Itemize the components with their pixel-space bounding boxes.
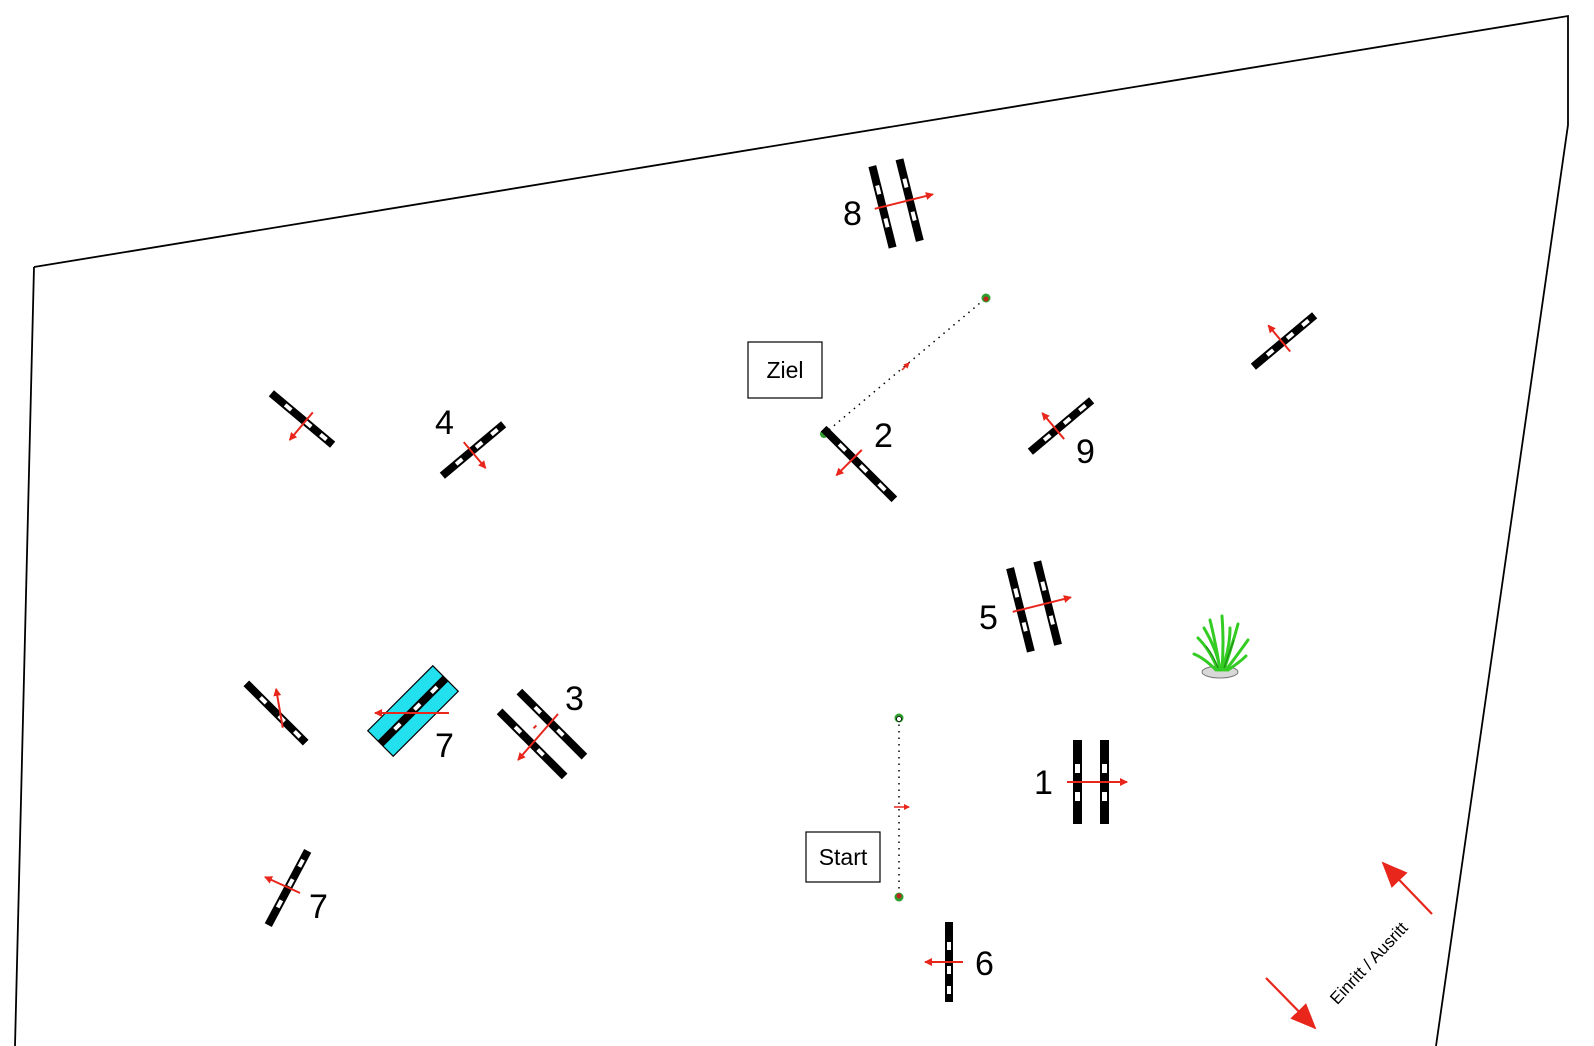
obstacle-3-number: 3 bbox=[565, 680, 584, 718]
finish-direction-arrow bbox=[901, 362, 910, 371]
obstacle-8-direction-arrow bbox=[874, 192, 934, 210]
entrance-exit-label: Einritt / Ausritt bbox=[1326, 918, 1412, 1008]
obstacle-7-number: 7 bbox=[309, 888, 328, 926]
arena-boundary bbox=[14, 14, 1569, 1046]
finish-label-box: Ziel bbox=[747, 341, 823, 399]
obstacle-2-number: 2 bbox=[874, 417, 893, 455]
obstacle-5-direction-arrow bbox=[1012, 595, 1072, 613]
obstacle-8-number: 8 bbox=[843, 195, 862, 233]
grass-plant-icon bbox=[1192, 614, 1250, 679]
obstacle-8-oxer bbox=[868, 158, 934, 249]
finish-label: Ziel bbox=[766, 357, 803, 383]
obstacle-5-number: 5 bbox=[979, 599, 998, 637]
obstacle-unnumbered-left-arrow bbox=[273, 687, 284, 728]
obstacle-unnumbered-top-right-arrow bbox=[1267, 324, 1291, 353]
obstacle-9-vertical bbox=[1027, 397, 1095, 455]
finish-line bbox=[823, 297, 987, 435]
obstacle-7-direction-arrow bbox=[264, 876, 301, 894]
obstacle-3-direction-arrow bbox=[532, 724, 538, 730]
obstacle-6-vertical bbox=[924, 922, 963, 1002]
obstacle-2-direction-arrow bbox=[835, 449, 863, 477]
start-label: Start bbox=[819, 844, 868, 870]
obstacle-unnumbered-upper-left-arrow bbox=[288, 411, 314, 441]
obstacle-unnumbered-top-right bbox=[1250, 312, 1318, 370]
obstacle-9-number: 9 bbox=[1076, 433, 1095, 471]
obstacle-7-water bbox=[366, 664, 460, 758]
obstacle-unnumbered-left bbox=[243, 680, 309, 746]
obstacle-1-number: 1 bbox=[1034, 764, 1053, 802]
start-flag-bottom bbox=[894, 892, 904, 902]
obstacle-9-direction-arrow bbox=[1041, 412, 1065, 440]
obstacle-1-oxer bbox=[1067, 740, 1128, 824]
finish-flag-right bbox=[981, 293, 991, 303]
obstacle-5-oxer bbox=[1006, 560, 1072, 653]
obstacle-4-number: 4 bbox=[435, 404, 454, 442]
start-label-box: Start bbox=[805, 831, 881, 883]
obstacle-7-water-number: 7 bbox=[435, 727, 454, 765]
obstacle-6-number: 6 bbox=[975, 945, 994, 983]
obstacle-2-vertical bbox=[820, 425, 898, 503]
obstacle-3-arrow bbox=[517, 713, 559, 761]
start-flag-top bbox=[894, 713, 904, 723]
entrance-arrow-icon bbox=[1265, 977, 1317, 1030]
obstacle-4-direction-arrow bbox=[462, 441, 487, 469]
obstacle-unnumbered-upper-left bbox=[268, 390, 336, 448]
obstacle-4-vertical bbox=[439, 421, 507, 479]
exit-arrow-icon bbox=[1381, 861, 1433, 915]
